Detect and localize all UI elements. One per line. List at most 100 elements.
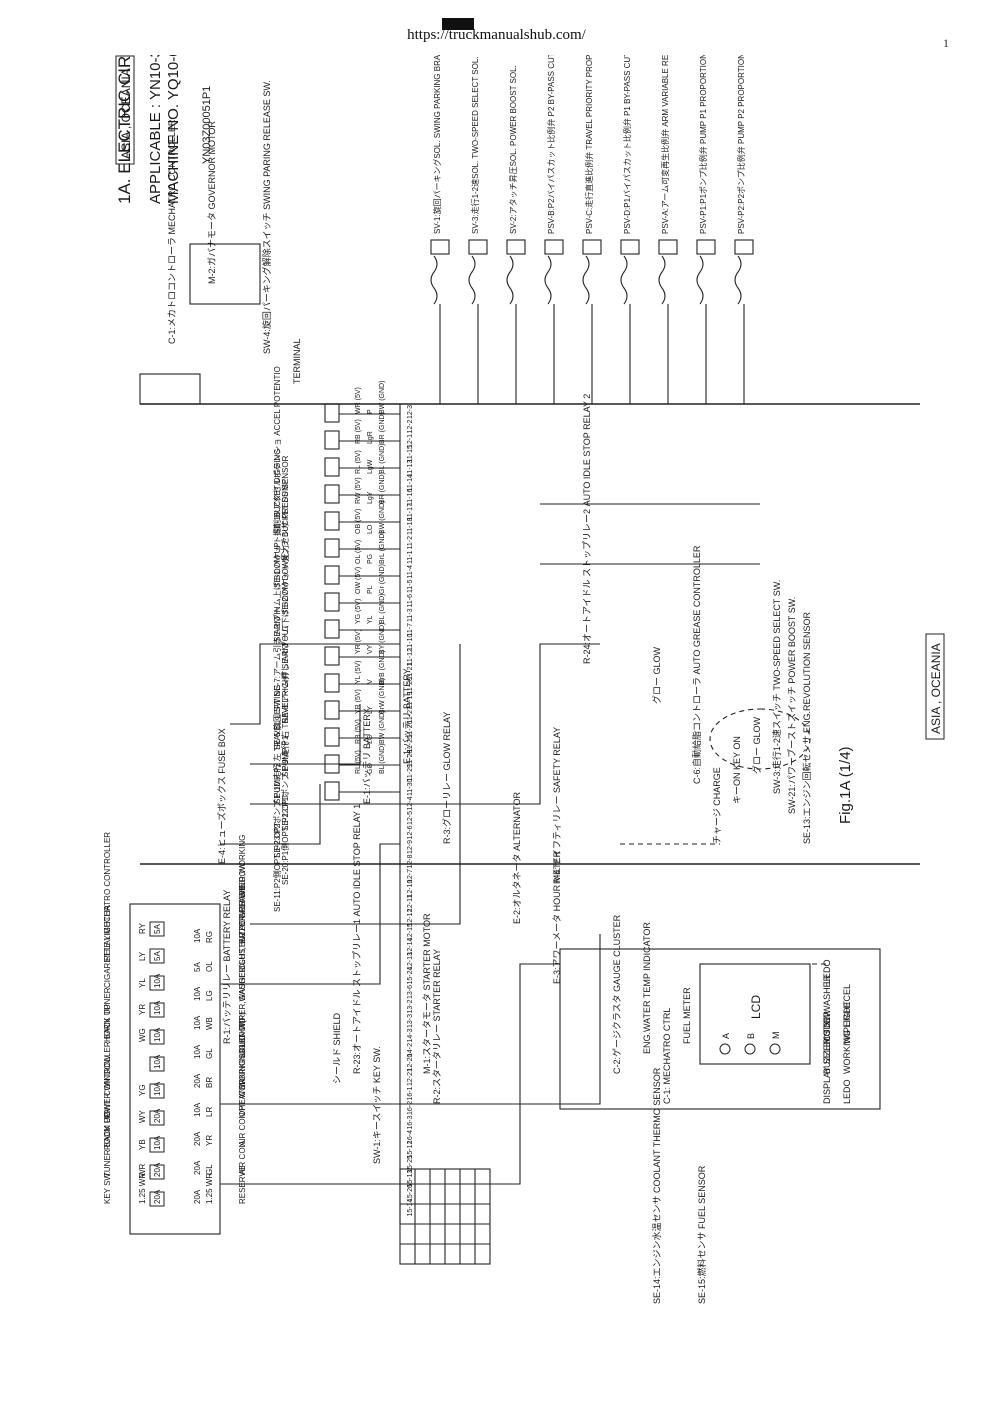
fuse-right-wire: GL <box>205 1164 214 1175</box>
wire-code-c: BW (GND) <box>379 501 386 534</box>
gauge-bottom-label: LEDO <box>822 959 832 984</box>
wire-code-c: BL (GND) <box>379 444 386 474</box>
connector-pin: 11-2 <box>407 536 414 550</box>
connector-pin: 12-6 <box>407 825 414 839</box>
sensor-box <box>324 511 340 531</box>
fuse-left-name: TUNER <box>103 987 112 1015</box>
connector-pin: 15-12 <box>407 1140 414 1158</box>
sensor-box <box>324 592 340 612</box>
wire-code-c: BL (GND) <box>379 594 386 624</box>
output-label: SV-2:アタッチ昇圧SOL. POWER BOOST SOL. <box>509 65 518 234</box>
connector-pin: 12-8 <box>407 854 414 868</box>
wire-code-c: BW (GND) <box>379 711 386 744</box>
coil-symbol <box>620 255 628 305</box>
key-on-label: キーON KEY ON <box>732 736 742 804</box>
fuse-box-label: E-4:ヒューズボックス FUSE BOX <box>216 728 227 864</box>
gauge-button-label: B <box>746 1033 756 1039</box>
wire-code-b: V <box>367 679 374 684</box>
fuse-right-wire: 1.25 WR <box>205 1173 214 1204</box>
sensor-box <box>324 727 340 747</box>
connector-pin: 11-19 <box>407 692 414 709</box>
sensor-label: SE-11:P2側OPT. P2 OPT. <box>272 821 282 912</box>
mechatro-ctrl-label: C-1: MECHATRO CTRL <box>662 1008 672 1104</box>
wire-code-c: BrL (GND) <box>379 531 386 564</box>
fuse-left-amp: 5A <box>153 924 162 934</box>
output-label: SV-1:旋回パーキングSOL. SWING PARKING BRAKE SOL… <box>432 55 442 234</box>
gauge-bottom-label: DISPLAY SELECT SW. <box>822 1010 832 1104</box>
connector-pin: 11-18 <box>407 518 414 535</box>
terminal-label: TERMINAL <box>292 338 302 384</box>
wire-code-a: WR (5V) <box>355 387 362 414</box>
glow-relay-label: R-3:グローリレー GLOW RELAY <box>441 712 452 844</box>
fuse-left-amp: 20A <box>153 1108 162 1123</box>
auto-grease-label: C-6:自動給脂コントローラ AUTO GREASE CONTROLLER <box>691 545 702 784</box>
fuse-right-wire: OL <box>205 961 214 972</box>
wire-code-b: GO <box>367 763 374 774</box>
gauge-button-a <box>719 1043 731 1055</box>
connector-pin: 15-26 <box>407 1184 414 1202</box>
solenoid-box <box>506 239 526 255</box>
fuel-sensor-label: SE-15:燃料センサ FUEL SENSOR <box>696 1165 707 1304</box>
fuse-left-wire: YG <box>138 1084 147 1096</box>
fuse-right-amp: 10A <box>193 1102 202 1117</box>
source-url[interactable]: https://truckmanualshub.com/ <box>407 27 586 43</box>
solenoid-box <box>544 239 564 255</box>
wire-code-a: OB (5V) <box>355 509 362 534</box>
connector-pin: 14-2 <box>407 1043 414 1057</box>
fuse-left-wire: WY <box>138 1109 147 1123</box>
swing-release-label: SW-4:旋回パーキング解除スイッチ SWING PARING RELEASE … <box>261 80 272 354</box>
region-box-bottom: ASIA , OCEANIA <box>929 643 943 734</box>
output-label: PSV-A:アーム可変再生比例弁 ARM VARIABLE RECIRCULAT… <box>660 55 670 234</box>
connector-pin: 16-1 <box>407 1086 414 1100</box>
fuse-left-amp: 20A <box>153 1189 162 1204</box>
sensor-box <box>324 430 340 450</box>
lcd-label: LCD <box>749 995 763 1019</box>
fuse-symbol <box>149 1083 165 1099</box>
fuse-right-amp: 10A <box>193 1015 202 1030</box>
sensor-label: SE-1:バケット掘削 BUCKET DIGGING <box>272 449 282 588</box>
power-boost-sw-label: SW-21:パワーブーストスイッチ POWER BOOST SW. <box>786 597 797 814</box>
connector-pin: 16-4 <box>407 1130 414 1144</box>
connector-pin: 11-15 <box>407 445 414 462</box>
connector-pin: 11-1 <box>407 550 414 564</box>
connector-pin: 11-28 <box>407 750 414 767</box>
starter-motor-label: M-1:スタータモータ STARTER MOTOR <box>422 913 432 1074</box>
connector-pin: 13-3 <box>407 1014 414 1028</box>
fuse-right-name: GAUGE CLUSTER POWER WINDOW <box>238 862 247 1001</box>
connector-pin: 12-11 <box>407 895 414 912</box>
connector-pin: 15-24 <box>407 966 414 984</box>
connector-pin: 12-20 <box>407 1053 414 1071</box>
coil-symbol <box>696 255 704 305</box>
fuse-right-amp: 20A <box>193 1073 202 1088</box>
wire-code-a: RB (5V) <box>355 719 362 744</box>
wire-code-b: LY <box>367 706 374 714</box>
sensor-label: SE-2:バケットダンプ BUCKET DUMP <box>280 479 290 615</box>
starter-relay-label: R-2:スタータリレー STARTER RELAY <box>432 949 442 1104</box>
fuse-left-amp: 10A <box>153 1081 162 1096</box>
coil-symbol <box>506 255 514 305</box>
connector-pin: 11-5 <box>407 579 414 593</box>
output-label: SV-3:走行1-2速SOL. TWO-SPEED SELECT SOL. <box>470 56 480 234</box>
sensor-label: SE-4:ブーム下げ BOOM DOWN <box>280 555 290 669</box>
sensor-box <box>324 673 340 693</box>
shield-label: シールド SHIELD <box>332 1012 342 1084</box>
auto-idle-relay-2-label: R-24:オートアイドル ストップリレー2 AUTO IDLE STOP REL… <box>582 394 592 664</box>
battery-relay-label: R-1:バッテリリレー BATTERY RELAY <box>222 890 232 1044</box>
connector-pin: 11-27 <box>407 706 414 723</box>
fuse-left-wire: RY <box>138 922 147 934</box>
solenoid-box <box>582 239 602 255</box>
connector-pin: 13-2 <box>407 999 414 1013</box>
wire-code-c: BY (GND) <box>379 623 386 654</box>
fuse-symbol <box>149 1002 165 1018</box>
connector-pin: 12-10 <box>407 879 414 897</box>
coil-symbol <box>734 255 742 305</box>
fuse-right-name: OPT WORKING LIGHT <box>238 1033 247 1117</box>
gauge-bottom-label: BUZZER STOP <box>822 1011 832 1074</box>
connector-pin: 11-30 <box>407 779 414 796</box>
gauge-button-label: M <box>771 1032 781 1040</box>
wire-code-c: BrW (GND) <box>379 678 386 714</box>
wire-code-a: RL (5V) <box>355 450 362 474</box>
sensor-label: SE-3:ブーム上げ BOOM UP <box>272 542 282 642</box>
eng-water-label: ENG.WATER TEMP INDICATOR <box>642 922 652 1054</box>
circuit-diagram-svg: 1A. ELECTRIC CIRCUIT DIAGRAM APPLICABLE … <box>103 0 945 1304</box>
